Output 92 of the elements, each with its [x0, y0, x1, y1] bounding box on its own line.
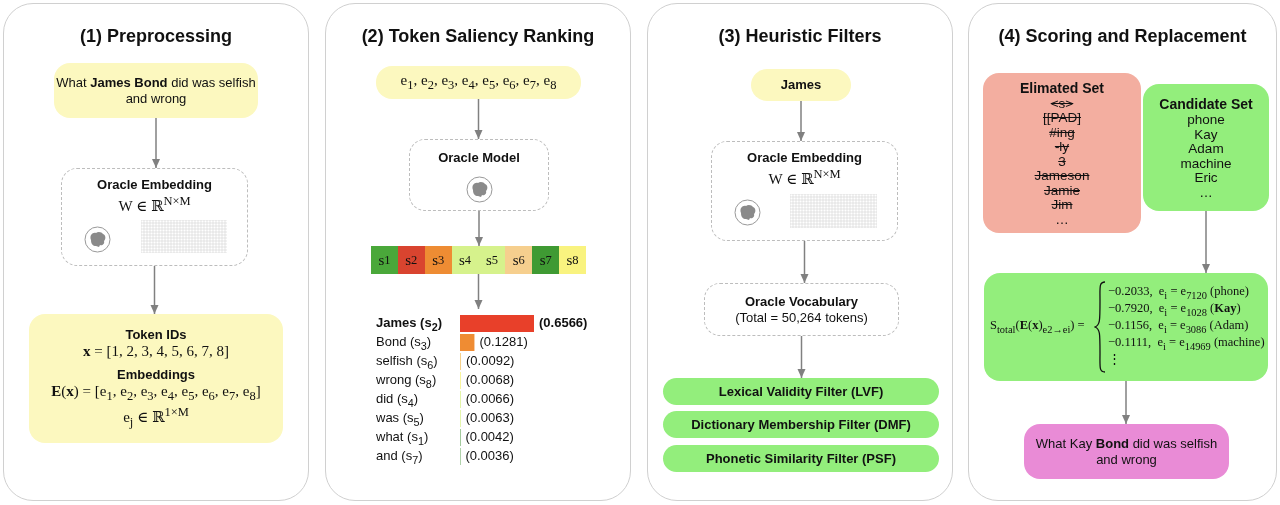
- input-sentence-box: [54, 63, 258, 118]
- filter-box: [663, 445, 939, 472]
- panel-title: (4) Scoring and Replacement: [998, 25, 1247, 48]
- heading: Oracle Embedding: [97, 177, 212, 193]
- arrow: [474, 210, 484, 247]
- heading: Token IDs: [125, 327, 187, 343]
- formula: W ∈ ℝ$^{N×M}$: [118, 193, 191, 214]
- label: (Total = 50,264 tokens): [735, 309, 868, 326]
- label: machine: [1180, 156, 1232, 171]
- struck-token: <s>: [1050, 96, 1074, 112]
- formula: −0.1156, e$_{i}$ = e$_{3086}$ (Adam): [1108, 317, 1249, 337]
- heading: Phonetic Similarity Filter (PSF): [706, 450, 896, 467]
- heading: Lexical Validity Filter (LVF): [718, 383, 884, 400]
- candidate-set-box: [1143, 84, 1269, 211]
- panel-title: (3) Heuristic Filters: [718, 25, 882, 48]
- value-label: (0.0042): [465, 429, 514, 445]
- category-label: Bond (s$_{3}$): [376, 334, 432, 354]
- heading: Dictionary Membership Filter (DMF): [691, 416, 911, 433]
- formula: S$_{total}$(E(x)$_{e2→ei}$) =: [990, 317, 1085, 337]
- arrow: [800, 240, 809, 284]
- arrow: [474, 98, 483, 140]
- struck-token: -ly: [1054, 140, 1070, 155]
- eliminated-set-box: [983, 73, 1141, 233]
- heading: Candidate Set: [1159, 95, 1253, 113]
- struck-token: #ing: [1049, 125, 1075, 141]
- vocabulary-box: [704, 283, 899, 336]
- panel-card: [325, 3, 631, 501]
- panel-card: [968, 3, 1277, 501]
- ellipsis: …: [1055, 212, 1069, 228]
- sentence: What Kay Bond did was selfish and wrong: [1034, 435, 1219, 468]
- struck-token: Jameson: [1034, 169, 1090, 184]
- formula: ⋮: [1108, 351, 1121, 367]
- category-label: wrong (s$_{8}$): [376, 372, 437, 392]
- label: Eric: [1194, 171, 1218, 186]
- label: Kay: [1194, 127, 1218, 142]
- filter-box: [663, 378, 939, 405]
- arrow: [474, 273, 483, 310]
- score-strip: [371, 246, 586, 274]
- panel-title: (2) Token Saliency Ranking: [361, 25, 595, 48]
- struck-token: Jim: [1051, 198, 1073, 213]
- heading: Oracle Embedding: [747, 150, 862, 166]
- formula: −0.1111, e$_{i}$ = e$_{14969}$ (machine): [1108, 334, 1265, 354]
- arrow: [151, 117, 161, 169]
- arrow: [1201, 210, 1211, 274]
- value-label: (0.0092): [466, 353, 515, 369]
- model-box: [409, 139, 549, 211]
- formula: −0.7920, e$_{i}$ = e$_{1028}$ (Kay): [1108, 300, 1241, 320]
- formula: −0.2033, e$_{i}$ = e$_{7120}$ (phone): [1108, 283, 1249, 303]
- token-ids-box: [29, 314, 283, 443]
- embedding-box: [711, 141, 898, 241]
- arrow: [796, 100, 806, 142]
- label: Adam: [1188, 142, 1224, 157]
- category-label: was (s$_{5}$): [376, 410, 424, 430]
- struck-token: Jamie: [1044, 183, 1080, 199]
- formula-box: [984, 273, 1268, 381]
- heading: James: [780, 77, 822, 93]
- value-label: (0.0068): [465, 372, 515, 388]
- arrow: [150, 265, 159, 315]
- heading: Oracle Vocabulary: [744, 293, 859, 310]
- value-label: (0.0066): [465, 391, 515, 407]
- embedding-box: [61, 168, 248, 266]
- heading: Embeddings: [117, 367, 195, 383]
- label: phone: [1187, 113, 1225, 128]
- category-label: James (s$_{2}$): [376, 315, 443, 335]
- struck-token: 3: [1058, 154, 1066, 170]
- formula: E(x) = [e$_{1}$, e$_{2}$, e$_{3}$, e$_{4}$, e$_{5}$, e$_{6}$, e$_{7}$, e$_{8}$]: [51, 383, 261, 404]
- output-box: [1024, 424, 1229, 479]
- value-label: (0.0063): [465, 410, 515, 426]
- formula: W ∈ ℝ$^{N×M}$: [768, 166, 841, 187]
- sentence: What James Bond did was selfish and wrong: [55, 74, 257, 107]
- filter-box: [663, 411, 939, 438]
- heading: Elimated Set: [1020, 78, 1104, 97]
- value-label: (0.6566): [539, 315, 588, 331]
- formula: x = [1, 2, 3, 4, 5, 6, 7, 8]: [83, 343, 229, 359]
- heading: Oracle Model: [438, 150, 520, 166]
- formula: e$_{j}$ ∈ ℝ$^{1×M}$: [123, 404, 189, 430]
- label: …: [1199, 185, 1213, 200]
- arrow: [1121, 380, 1131, 425]
- struck-token: [[PAD]: [1043, 111, 1081, 126]
- embedding-list-box: [376, 66, 581, 99]
- token-box: [751, 69, 851, 101]
- category-label: what (s$_{1}$): [376, 429, 429, 449]
- category-label: and (s$_{7}$): [376, 448, 423, 468]
- value-label: (0.1281): [479, 334, 528, 350]
- panel-card: [3, 3, 309, 501]
- panel-title: (1) Preprocessing: [79, 25, 233, 48]
- arrow: [797, 335, 806, 379]
- category-label: selfish (s$_{6}$): [376, 353, 438, 373]
- value-label: (0.0036): [465, 448, 514, 464]
- formula: e$_{1}$, e$_{2}$, e$_{3}$, e$_{4}$, e$_{5}$, e$_{6}$, e$_{7}$, e$_{8}$: [400, 72, 557, 93]
- panel-card: [647, 3, 953, 501]
- category-label: did (s$_{4}$): [376, 391, 419, 411]
